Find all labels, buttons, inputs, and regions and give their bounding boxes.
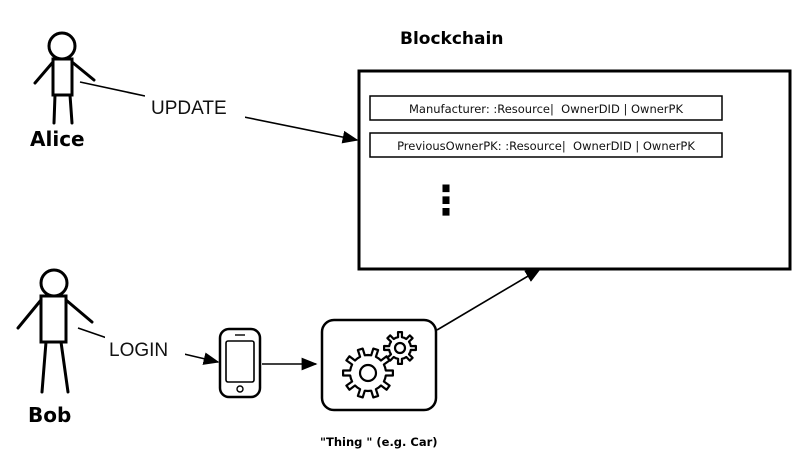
update-label: UPDATE [151, 98, 227, 119]
login-label-bg [105, 331, 185, 366]
login-arrow [77, 327, 218, 362]
bob-stick-figure-icon [16, 268, 94, 394]
thing-to-blockchain-arrow [436, 268, 542, 331]
update-label-bg [145, 89, 245, 125]
block-record-2: PreviousOwnerPK: :Resource| OwnerDID | O… [369, 132, 723, 158]
thing-gears-icon [320, 318, 438, 412]
more-records-ellipsis: ⋮ [426, 178, 466, 224]
block-record-1: Manufacturer: :Resource| OwnerDID | Owne… [369, 95, 723, 121]
small-gear-icon [383, 331, 417, 365]
bob-label: Bob [28, 403, 71, 427]
alice-label: Alice [30, 127, 85, 151]
large-gear-icon [342, 347, 394, 399]
block-record-1-text: Manufacturer: :Resource| OwnerDID | Owne… [409, 102, 683, 116]
diagram-title: Blockchain [400, 29, 503, 49]
alice-stick-figure-icon [33, 31, 96, 125]
thing-caption: "Thing " (e.g. Car) [320, 435, 438, 449]
update-arrow [79, 81, 357, 140]
smartphone-icon [218, 327, 262, 399]
block-record-2-text: PreviousOwnerPK: :Resource| OwnerDID | O… [397, 139, 695, 153]
login-label: LOGIN [109, 340, 168, 361]
